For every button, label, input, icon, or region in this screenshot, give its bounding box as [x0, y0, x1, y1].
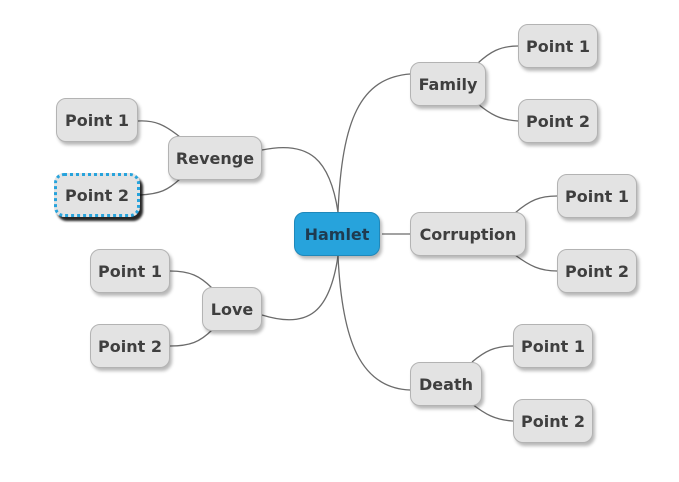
- death-point-2[interactable]: Point 2: [513, 399, 593, 443]
- revenge-point-1[interactable]: Point 1: [56, 98, 138, 142]
- topic-love[interactable]: Love: [202, 287, 262, 331]
- revenge-point-2[interactable]: Point 2: [54, 173, 140, 217]
- edge-love-point1: [169, 270, 213, 289]
- corruption-point-1[interactable]: Point 1: [557, 174, 637, 218]
- edge-revenge-point1: [137, 120, 181, 138]
- edge-death-point1: [471, 345, 514, 363]
- topic-corruption[interactable]: Corruption: [410, 212, 526, 256]
- edge-hamlet-love: [261, 255, 339, 321]
- family-point-1[interactable]: Point 1: [518, 24, 598, 68]
- edge-hamlet-death: [337, 255, 411, 391]
- death-point-1[interactable]: Point 1: [513, 324, 593, 368]
- edge-revenge-point2: [139, 178, 181, 196]
- love-point-2[interactable]: Point 2: [90, 324, 170, 368]
- edge-family-point2: [477, 103, 519, 122]
- edge-love-point2: [169, 329, 213, 347]
- topic-family[interactable]: Family: [410, 62, 486, 106]
- edge-corruption-point2: [514, 254, 558, 272]
- edge-family-point1: [477, 45, 519, 64]
- topic-revenge[interactable]: Revenge: [168, 136, 262, 180]
- corruption-point-2[interactable]: Point 2: [557, 249, 637, 293]
- edge-hamlet-family: [337, 73, 411, 213]
- edge-death-point2: [471, 403, 514, 422]
- topic-death[interactable]: Death: [410, 362, 482, 406]
- edge-hamlet-revenge: [261, 146, 339, 213]
- family-point-2[interactable]: Point 2: [518, 99, 598, 143]
- love-point-1[interactable]: Point 1: [90, 249, 170, 293]
- edge-corruption-point1: [514, 195, 558, 214]
- central-topic-hamlet[interactable]: Hamlet: [294, 212, 380, 256]
